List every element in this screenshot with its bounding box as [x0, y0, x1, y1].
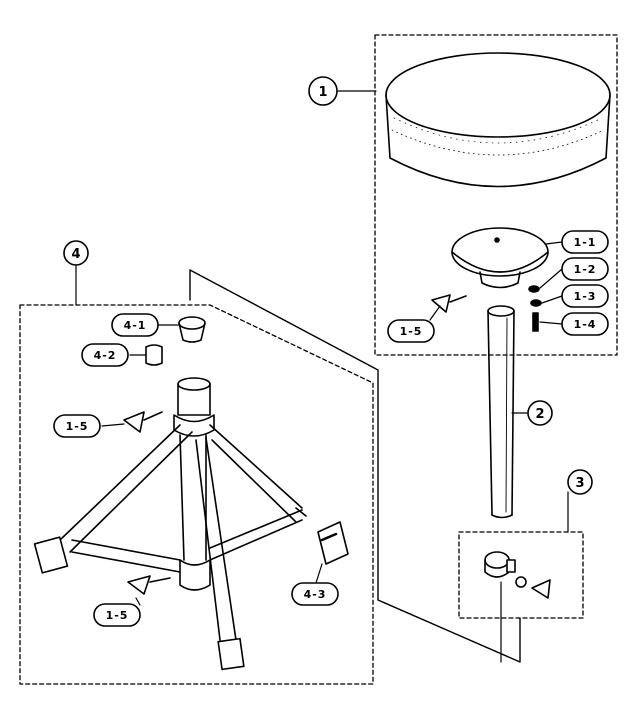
callout-1-1-label: 1-1 [574, 236, 597, 249]
group-3-marker: 3 [567, 469, 593, 495]
callout-4-2: 4-2 [81, 343, 129, 367]
callout-4-2-label: 4-2 [94, 349, 117, 362]
callout-4-3: 4-3 [291, 582, 339, 606]
callout-1-5-bot-label: 1-5 [106, 609, 129, 622]
callout-1-5-top: 1-5 [387, 319, 435, 343]
callout-1-3-label: 1-3 [574, 290, 597, 303]
group-4-box [19, 304, 374, 685]
tube-outline [189, 269, 521, 663]
group-1-marker: 1 [308, 76, 338, 106]
callout-1-2-label: 1-2 [574, 263, 597, 276]
washer-1-2 [528, 285, 540, 293]
callout-1-5-mid-label: 1-5 [66, 420, 89, 433]
group-2-marker: 2 [527, 400, 553, 426]
group-4-marker: 4 [63, 240, 89, 266]
seat-cushion [385, 52, 611, 188]
callout-1-5-mid: 1-5 [53, 414, 101, 438]
callout-1-5-top-label: 1-5 [400, 325, 423, 338]
column-tube [487, 305, 515, 519]
group-3-number: 3 [575, 476, 584, 491]
group-1-number: 1 [318, 85, 327, 100]
callout-1-4: 1-4 [561, 312, 609, 336]
clamp [484, 551, 551, 599]
group-3-box [458, 531, 584, 619]
leader-lines [75, 90, 569, 606]
callout-1-1: 1-1 [561, 230, 609, 254]
callout-4-1-label: 4-1 [124, 319, 147, 332]
callout-1-3: 1-3 [561, 284, 609, 308]
nut-1-3 [530, 299, 542, 307]
group-2-number: 2 [535, 407, 544, 422]
callout-1-4-label: 1-4 [574, 318, 597, 331]
group-1-box [374, 34, 618, 356]
callout-4-3-label: 4-3 [304, 588, 327, 601]
seat-plate [451, 227, 549, 289]
tripod-base [33, 316, 349, 671]
callout-1-5-bot: 1-5 [93, 603, 141, 627]
callout-4-1: 4-1 [111, 313, 159, 337]
screw-1-4 [532, 312, 539, 332]
group-4-number: 4 [71, 247, 80, 262]
callout-1-2: 1-2 [561, 257, 609, 281]
wing-bolt-top [431, 294, 467, 313]
